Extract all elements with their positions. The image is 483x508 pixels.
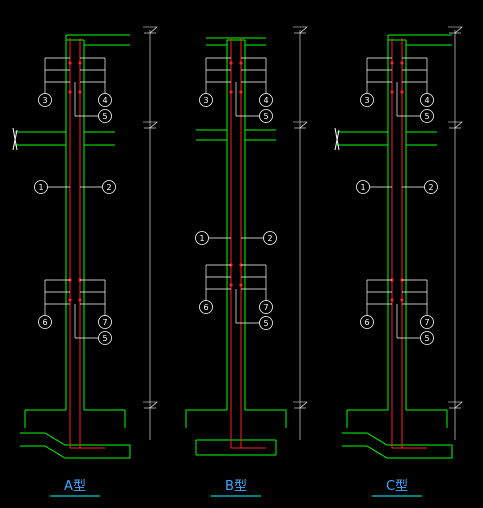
callout-number: 1 — [199, 234, 204, 243]
footing-outline — [20, 432, 131, 459]
callout-number: 5 — [424, 112, 429, 121]
callout-number: 5 — [102, 334, 107, 343]
column-B: 3 4 5 1 2 6 7 5B型 — [185, 26, 308, 497]
callout-number: 4 — [424, 96, 429, 105]
callout-number: 5 — [424, 334, 429, 343]
callout-number: 3 — [42, 96, 47, 105]
callout-bubble: 3 — [199, 93, 213, 107]
level-marker — [448, 26, 463, 34]
callout-number: 4 — [263, 96, 268, 105]
callout-number: 5 — [263, 112, 268, 121]
callout-number: 3 — [203, 96, 208, 105]
callout-number: 6 — [203, 303, 208, 312]
level-marker — [293, 121, 308, 129]
callout-bubble: 3 — [38, 93, 52, 107]
callout-number: 1 — [360, 183, 365, 192]
callout-number: 5 — [102, 112, 107, 121]
rebar-joint — [78, 61, 82, 65]
level-marker — [293, 26, 308, 34]
rebar-joint — [78, 90, 82, 94]
callout-bubble: 5 — [98, 331, 112, 345]
callout-bubble: 7 — [98, 315, 112, 329]
callout-bubble: 4 — [98, 93, 112, 107]
callout-number: 6 — [364, 318, 369, 327]
level-marker — [448, 121, 463, 129]
callout-number: 1 — [38, 183, 43, 192]
break-mark — [334, 129, 340, 151]
level-marker — [293, 401, 308, 409]
callout-bubble: 7 — [420, 315, 434, 329]
callout-bubble: 5 — [98, 109, 112, 123]
rebar-joint — [400, 298, 404, 302]
rebar-joint — [78, 298, 82, 302]
callout-bubble: 2 — [263, 231, 277, 245]
break-mark — [12, 129, 18, 151]
callout-number: 7 — [102, 318, 107, 327]
rebar-joint — [229, 283, 233, 287]
rebar-joint — [390, 298, 394, 302]
callout-bubble: 6 — [360, 315, 374, 329]
callout-bubble: 4 — [420, 93, 434, 107]
callout-bubble: 1 — [34, 180, 48, 194]
callout-bubble: 1 — [356, 180, 370, 194]
callout-number: 7 — [424, 318, 429, 327]
rebar-joint — [390, 90, 394, 94]
callout-bubble: 2 — [102, 180, 116, 194]
rebar-joint — [229, 90, 233, 94]
callout-bubble: 5 — [259, 109, 273, 123]
callout-bubble: 6 — [199, 300, 213, 314]
column-type-title: C型 — [386, 479, 408, 494]
column-type-title: A型 — [64, 479, 86, 494]
callout-bubble: 6 — [38, 315, 52, 329]
level-marker — [143, 26, 158, 34]
callout-bubble: 5 — [259, 316, 273, 330]
callout-bubble: 2 — [424, 180, 438, 194]
rebar-joint — [68, 298, 72, 302]
callout-bubble: 1 — [195, 231, 209, 245]
rebar-joint — [400, 90, 404, 94]
callout-bubble: 5 — [420, 331, 434, 345]
level-marker — [143, 121, 158, 129]
callout-number: 2 — [267, 234, 272, 243]
callout-bubble: 7 — [259, 300, 273, 314]
column-type-title: B型 — [225, 479, 247, 494]
rebar-joint — [390, 61, 394, 65]
callout-number: 5 — [263, 319, 268, 328]
callout-bubble: 3 — [360, 93, 374, 107]
column-A: 3 4 5 1 2 6 7 5A型 — [12, 26, 158, 497]
rebar-joint — [229, 61, 233, 65]
callout-bubble: 4 — [259, 93, 273, 107]
callout-number: 3 — [364, 96, 369, 105]
callout-number: 2 — [106, 183, 111, 192]
rebar-joint — [239, 283, 243, 287]
rebar-joint — [239, 90, 243, 94]
callout-number: 7 — [263, 303, 268, 312]
column-C: 3 4 5 1 2 6 7 5C型 — [334, 26, 463, 497]
callout-number: 2 — [428, 183, 433, 192]
level-marker — [448, 401, 463, 409]
callout-number: 4 — [102, 96, 107, 105]
rebar-joint — [68, 61, 72, 65]
callout-number: 6 — [42, 318, 47, 327]
callout-bubble: 5 — [420, 109, 434, 123]
rebar-joint — [68, 90, 72, 94]
footing-outline — [342, 432, 453, 459]
level-marker — [143, 401, 158, 409]
rebar-joint — [400, 61, 404, 65]
rebar-joint — [239, 61, 243, 65]
